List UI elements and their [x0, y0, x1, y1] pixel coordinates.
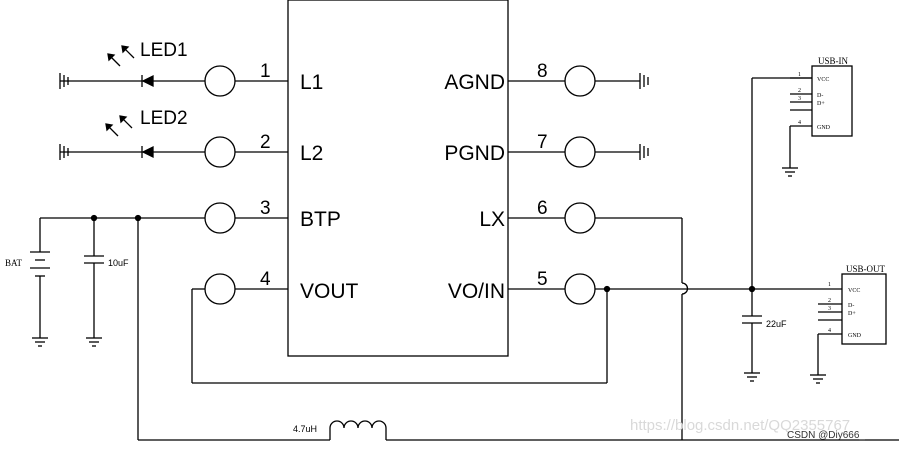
usb-in-pin-name-2: D-	[817, 93, 823, 99]
usb-in-pin-num-1: 1	[798, 72, 801, 78]
usb-in-pin-name-3: D+	[817, 101, 825, 107]
cap-in-label: 10uF	[108, 258, 129, 268]
usb-out-pin-num-3: 3	[828, 306, 831, 312]
usb-out-pin-name-1: VCC	[848, 288, 860, 294]
pin-label-vo-in: VO/IN	[448, 280, 505, 303]
pin-label-l2: L2	[300, 142, 323, 165]
usb-in-pin-name-1: VCC	[817, 77, 829, 83]
pin-number-7: 7	[537, 132, 548, 153]
pin-8-net	[508, 65, 649, 97]
pin-3-net	[30, 202, 330, 441]
usb-in-pin-num-2: 2	[798, 88, 801, 94]
led2-label: LED2	[140, 108, 188, 129]
led2-symbol	[105, 115, 154, 159]
pin-number-2: 2	[260, 132, 271, 153]
pin-number-6: 6	[537, 198, 548, 219]
usb-in-connector	[782, 65, 853, 177]
usb-out-pin-num-4: 4	[828, 328, 831, 334]
pin-7-net	[508, 136, 649, 168]
ic-body	[287, 0, 509, 357]
usb-out-pin-num-1: 1	[828, 282, 831, 288]
watermark-url: https://blog.csdn.net/QQ2355767	[630, 417, 850, 434]
pin-label-lx: LX	[479, 208, 505, 231]
usb-out-title: USB-OUT	[846, 264, 886, 274]
cap-out-label: 22uF	[766, 319, 787, 329]
usb-out-pin-name-3: D+	[848, 311, 856, 317]
pin-4-net	[191, 273, 608, 384]
usb-in-pin-num-3: 3	[798, 96, 801, 102]
pin-6-net	[508, 202, 689, 440]
battery-label: BAT	[5, 258, 23, 268]
pin-5-net	[508, 77, 842, 382]
usb-out-pin-name-4: GND	[848, 333, 862, 339]
pin-number-4: 4	[260, 269, 271, 290]
pin-label-agnd: AGND	[444, 71, 505, 94]
pin-label-pgnd: PGND	[444, 142, 505, 165]
inductor-label: 4.7uH	[293, 424, 317, 434]
inductor-symbol	[329, 420, 899, 441]
pin-number-3: 3	[260, 198, 271, 219]
usb-in-pin-name-4: GND	[817, 125, 831, 131]
pin-number-5: 5	[537, 269, 548, 290]
led1-label: LED1	[140, 40, 188, 61]
credit-text: CSDN @Diy666_	[787, 430, 865, 441]
usb-out-pin-name-2: D-	[848, 303, 854, 309]
usb-out-connector	[810, 273, 887, 384]
pin-1-net	[59, 65, 288, 97]
led1-symbol	[107, 45, 154, 88]
pin-2-net	[59, 136, 288, 168]
pin-label-vout: VOUT	[300, 280, 359, 303]
usb-in-pin-num-4: 4	[798, 120, 801, 126]
usb-in-title: USB-IN	[818, 56, 849, 66]
pin-label-l1: L1	[300, 71, 323, 94]
pin-label-btp: BTP	[300, 208, 341, 231]
pin-number-8: 8	[537, 61, 548, 82]
usb-out-pin-num-2: 2	[828, 298, 831, 304]
pin-number-1: 1	[260, 61, 271, 82]
